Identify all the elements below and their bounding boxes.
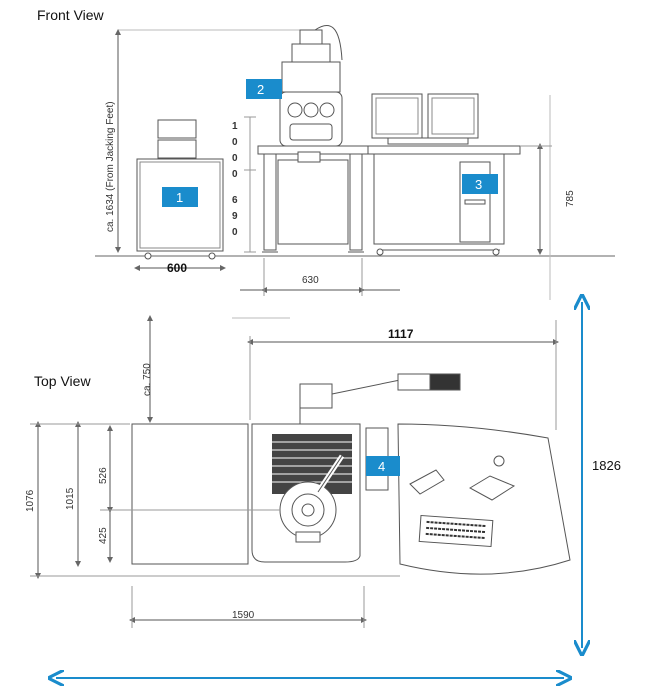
microscope-footprint	[251, 423, 361, 563]
badge-2-label: 2	[257, 82, 264, 97]
unit-3-workstation	[367, 93, 521, 256]
top-depth-lower: 425	[98, 527, 109, 544]
top-view	[30, 315, 571, 628]
front-width-left: 600	[167, 261, 187, 275]
top-view-title: Top View	[34, 373, 91, 389]
overall-depth-label: 1826	[592, 458, 621, 473]
front-width-mid: 630	[302, 275, 319, 286]
top-depth-upper: 526	[98, 467, 109, 484]
front-height-label: ca. 1634 (From Jacking Feet)	[105, 101, 116, 232]
top-depth-outer: 1076	[25, 489, 36, 512]
top-width-bottom: 1590	[232, 610, 255, 621]
badge-4: 4	[366, 456, 400, 476]
front-view	[95, 25, 615, 300]
top-width-top: 1117	[388, 327, 414, 341]
badge-4-label: 4	[378, 459, 385, 474]
front-right-height: 785	[565, 190, 576, 207]
badge-3: 3	[462, 174, 498, 194]
front-view-title: Front View	[37, 7, 104, 23]
top-depth-inner: 1015	[65, 487, 76, 510]
badge-1: 1	[162, 187, 198, 207]
badge-2: 2	[246, 79, 282, 99]
unit-2-microscope	[257, 25, 369, 253]
badge-1-label: 1	[176, 190, 183, 205]
badge-3-label: 3	[475, 177, 482, 192]
top-clearance: ca. 750	[142, 363, 153, 396]
